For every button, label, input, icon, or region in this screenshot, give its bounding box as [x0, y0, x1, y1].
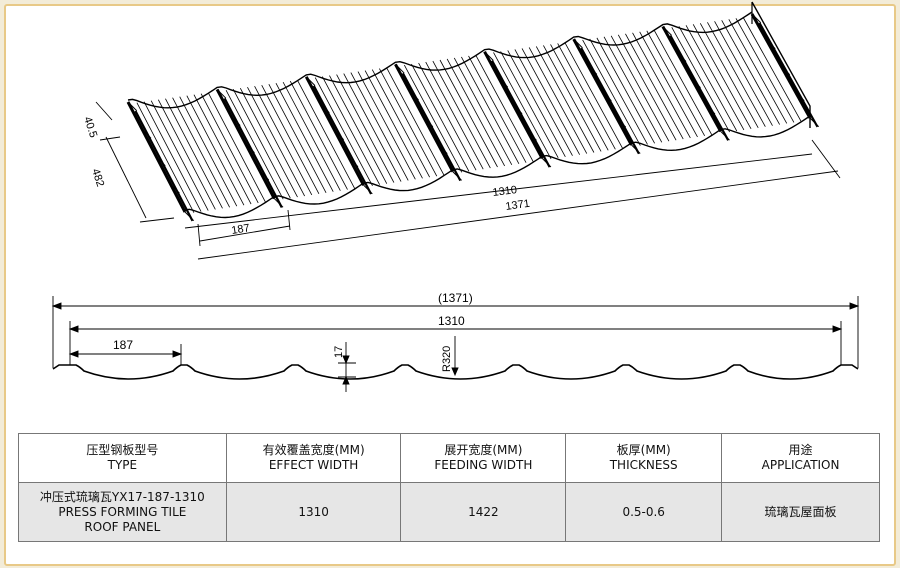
dim-pitch-profile: 187 [113, 338, 133, 352]
header-effect-width: 有效覆盖宽度(MM)EFFECT WIDTH [225, 433, 402, 483]
header-feeding-width: 展开宽度(MM)FEEDING WIDTH [400, 433, 567, 483]
dim-radius: R320 [441, 346, 453, 372]
panel-3d-view [126, 1, 820, 222]
cell-application: 琉璃瓦屋面板 [721, 482, 880, 542]
iso-dimension-lines [95, 101, 841, 260]
cell-feeding-width: 1422 [400, 482, 567, 542]
header-thickness: 板厚(MM)THICKNESS [565, 433, 723, 483]
panel-profile-curve [52, 364, 859, 380]
dim-pitch-iso: 187 [231, 222, 251, 237]
dim-overall-profile: (1371) [438, 291, 473, 305]
dim-effect-width-profile: 1310 [438, 314, 465, 328]
cell-effect-width: 1310 [225, 482, 402, 542]
dim-effect-width-iso: 1310 [492, 184, 518, 199]
dim-step-height: 17 [333, 346, 345, 358]
dim-length: 482 [89, 167, 106, 188]
cell-thickness: 0.5-0.6 [565, 482, 723, 542]
dim-feeding-width-iso: 1371 [505, 198, 531, 213]
profile-dimension-lines [51, 296, 860, 392]
